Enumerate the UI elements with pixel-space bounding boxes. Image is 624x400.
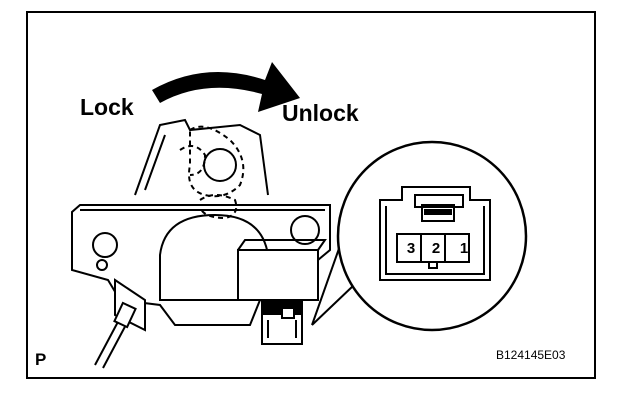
figure-id: B124145E03 bbox=[496, 348, 566, 362]
view-label: P bbox=[35, 350, 47, 369]
connector-enlarged bbox=[379, 186, 491, 281]
hidden-lever-outline bbox=[179, 125, 245, 220]
callout-leader bbox=[311, 239, 355, 326]
pin-3-label: 3 bbox=[406, 240, 416, 257]
pin-2-label: 2 bbox=[431, 240, 441, 257]
pin-1-label: 1 bbox=[459, 240, 469, 257]
rotation-arrow bbox=[152, 62, 300, 112]
wire-cable bbox=[94, 301, 137, 369]
lock-label: Lock bbox=[80, 94, 134, 120]
unlock-label: Unlock bbox=[282, 100, 359, 126]
lock-body bbox=[71, 118, 331, 332]
part-connector bbox=[261, 301, 303, 345]
